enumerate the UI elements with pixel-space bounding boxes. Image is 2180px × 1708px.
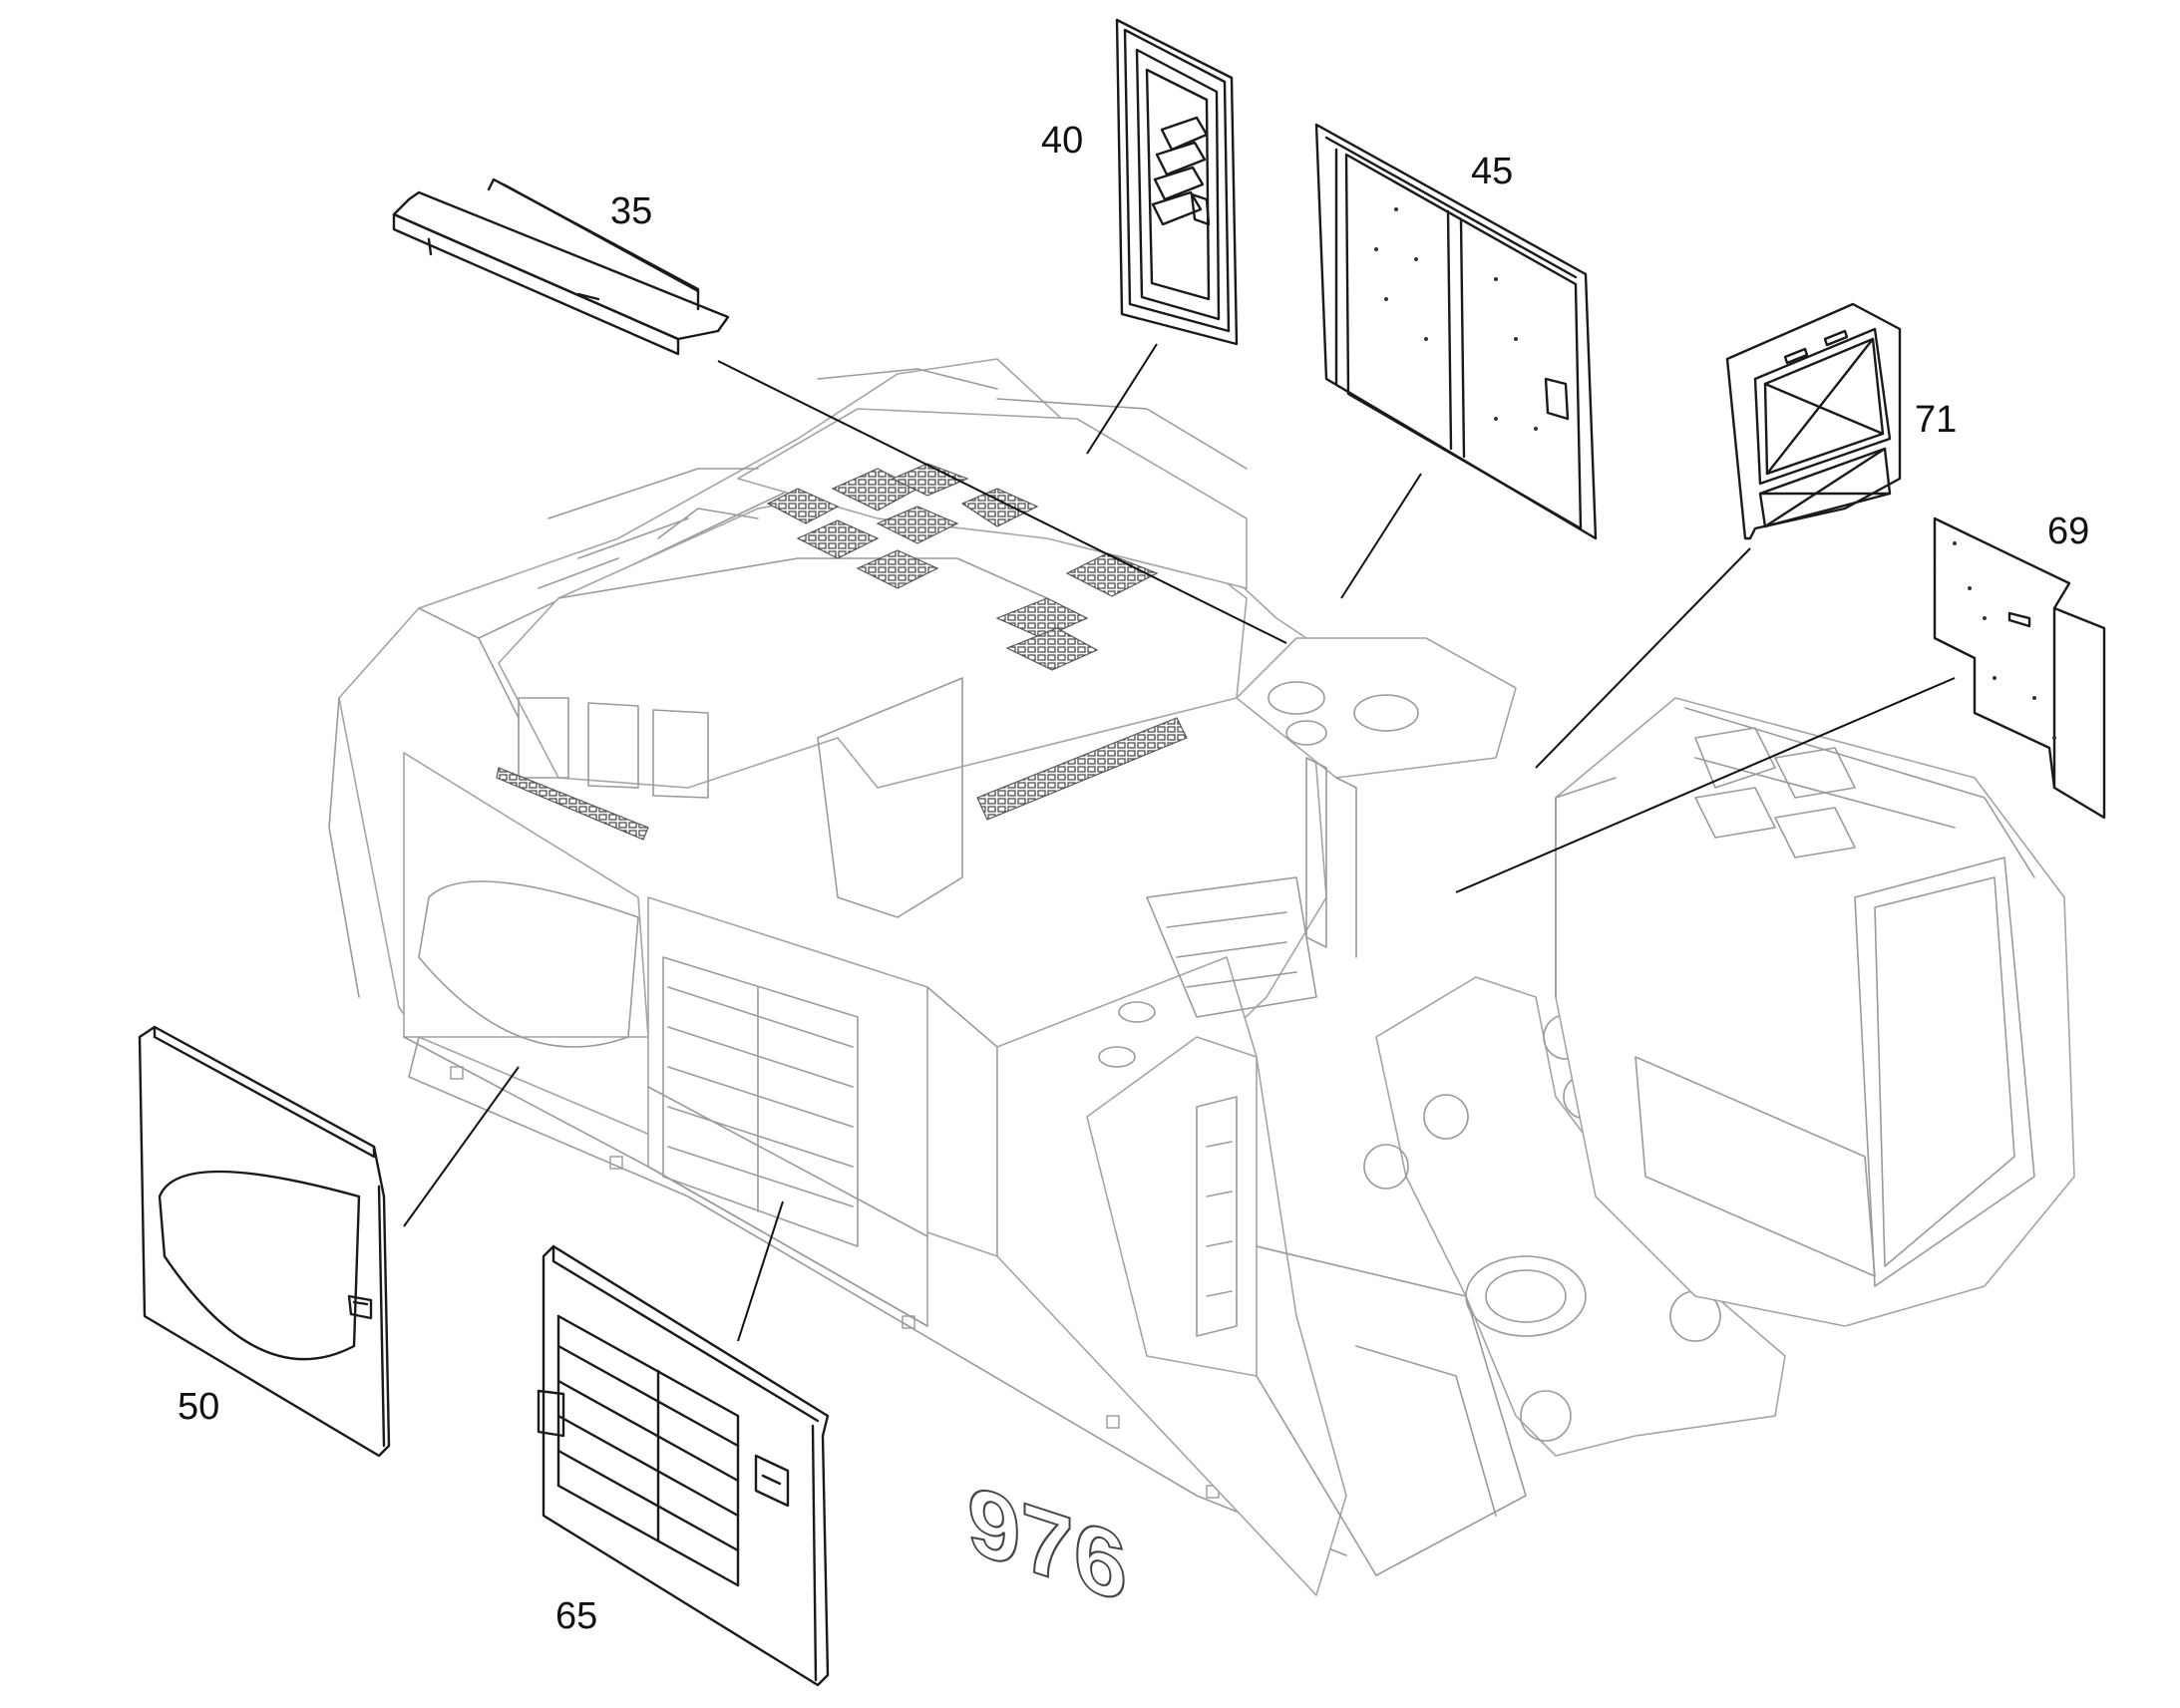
operator-cab [1555,697,2075,1327]
part-35-top-cover [392,177,730,356]
callout-50: 50 [178,1386,220,1428]
part-40-door [1115,18,1239,346]
part-71-panel [1725,302,1902,540]
leader-lines [403,343,1956,1342]
callout-69: 69 [2047,511,2090,552]
part-45-panel [1314,123,1598,540]
callout-71: 71 [1915,399,1958,441]
part-50-door [138,1025,391,1458]
engine-bay [1146,637,1517,1018]
machine-upper-structure: 976 [328,358,1347,1624]
model-badge-text: 976 [967,1464,1127,1622]
tank-and-ladder [1086,1001,1527,1576]
callout-35: 35 [610,190,653,232]
callout-45: 45 [1471,151,1514,192]
boom-frame [1363,976,1786,1457]
callout-65: 65 [555,1595,598,1637]
top-vent-grilles [496,463,1188,841]
part-69-plate [1933,516,2106,820]
callout-40: 40 [1041,120,1084,162]
part-65-door [537,1244,830,1687]
